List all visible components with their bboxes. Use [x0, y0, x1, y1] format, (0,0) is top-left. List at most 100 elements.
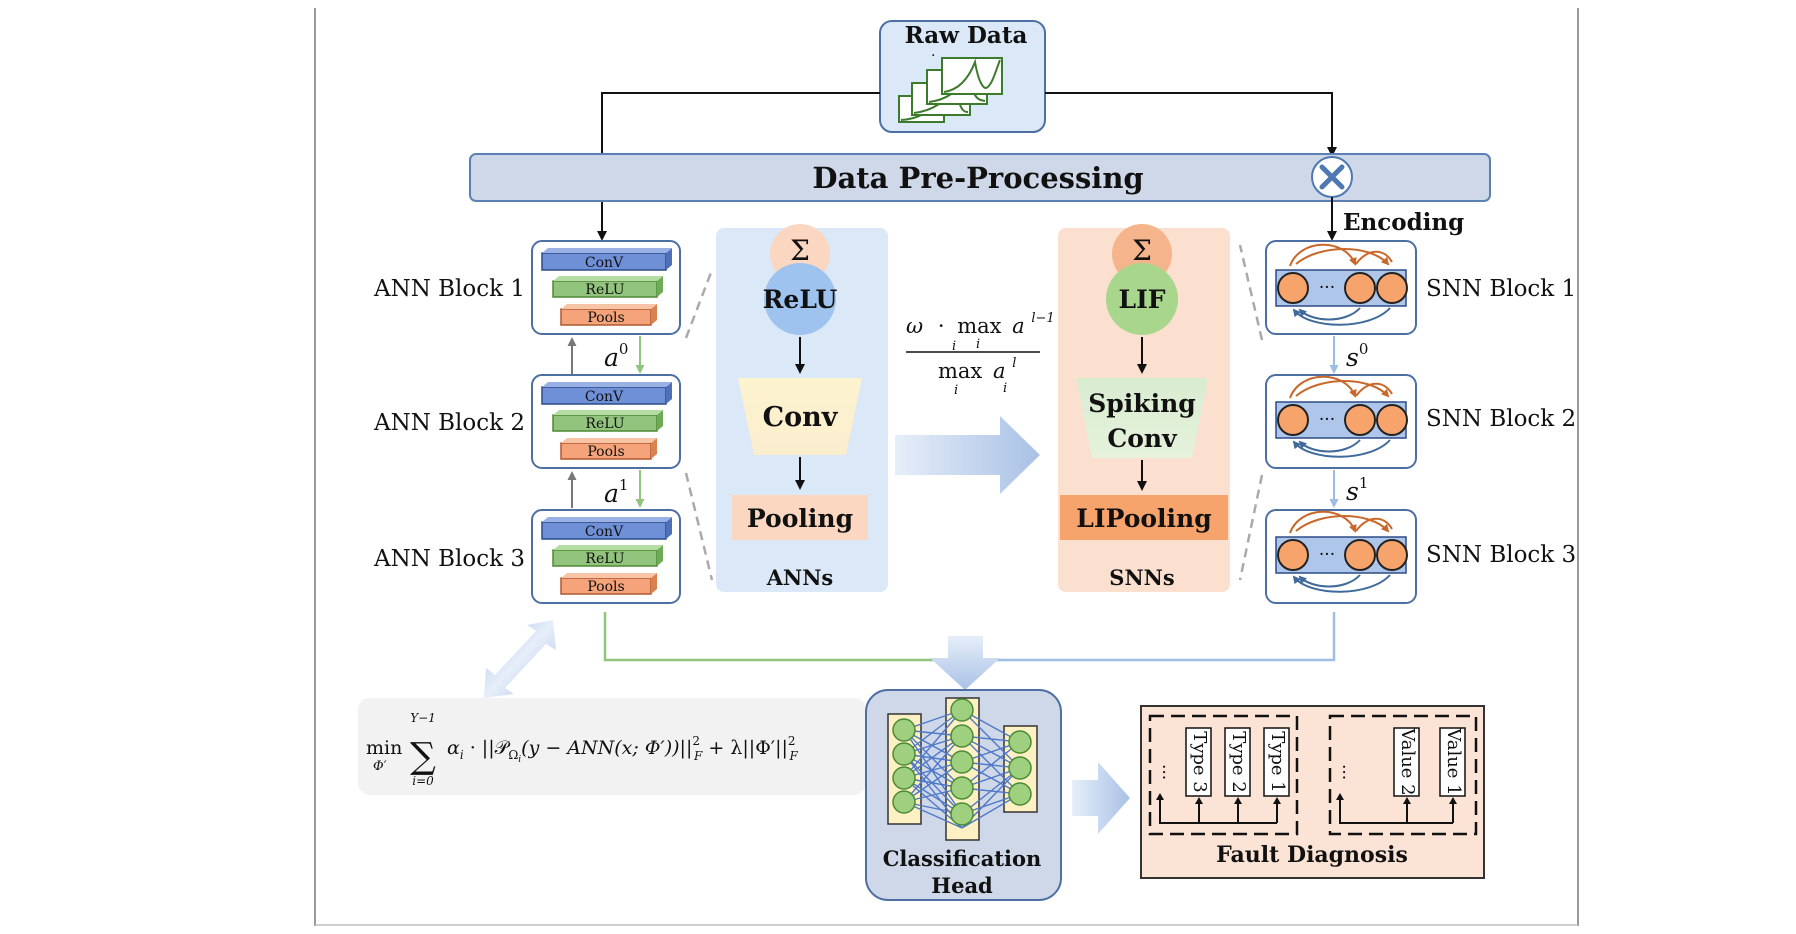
ann-block-label: ANN Block 1	[373, 276, 525, 302]
fault-value-label: Value 2	[1397, 727, 1418, 795]
neuron	[1376, 404, 1408, 436]
relu-label: ReLU	[763, 285, 838, 314]
neuron-ellipsis: ···	[1319, 410, 1335, 430]
neuron	[1344, 404, 1376, 436]
ann-block-2: ANN Block 2 ConV ReLU Pools	[373, 374, 681, 469]
relu-node	[764, 263, 836, 335]
ann-output-line	[603, 612, 960, 662]
ann-layer-label: Pools	[587, 579, 624, 595]
neuron	[1344, 272, 1376, 304]
fault-type-box	[1263, 727, 1290, 797]
spiking-conv-trapezoid	[1076, 378, 1208, 458]
ann-layer-label: ReLU	[585, 416, 624, 432]
neuron	[1277, 539, 1309, 571]
ann-to-snn-big-arrow	[895, 416, 1040, 494]
activation-a1: a1	[604, 476, 628, 508]
snn-output-line	[968, 612, 1336, 662]
ann-layer-label: Pools	[587, 310, 624, 326]
fault-value-label: Value 1	[1443, 727, 1464, 795]
fault-value-box	[1439, 727, 1466, 797]
conv-label: Conv	[763, 402, 839, 433]
activation-a0: a0	[604, 340, 628, 372]
ann-zoom-line-top	[684, 269, 714, 339]
pooling-box	[732, 495, 868, 540]
objective-ann-bidirectional-arrow	[484, 620, 556, 698]
snn-zoom-line-top	[1238, 244, 1264, 341]
encoding-label: Encoding	[1343, 209, 1464, 236]
lipooling-label: LIPooling	[1076, 504, 1211, 533]
ann-panel-caption: ANNs	[766, 565, 834, 590]
lif-node	[1106, 263, 1178, 335]
spike-s1: s1	[1346, 474, 1368, 506]
snn-block-label: SNN Block 3	[1426, 542, 1576, 568]
fault-type-label: Type 1	[1267, 731, 1288, 793]
to-fault-diagnosis-arrow	[1072, 762, 1130, 834]
preprocessing-label: Data Pre-Processing	[812, 161, 1143, 195]
neuron-ellipsis: ···	[1319, 545, 1335, 565]
svg-text:Φ′: Φ′	[373, 759, 387, 774]
svg-text:i: i	[954, 383, 958, 398]
type-ellipsis: ...	[1158, 764, 1178, 780]
classification-head-label-line1: Classification	[883, 846, 1042, 871]
spike-s0: s0	[1346, 340, 1368, 372]
raw-data-label: Raw Data	[905, 22, 1028, 49]
fault-value-box	[1393, 727, 1420, 797]
ann-layer-label: ConV	[585, 389, 624, 405]
snn-panel-caption: SNNs	[1109, 565, 1174, 590]
sum-symbol: Σ	[790, 234, 810, 267]
objective-formula-box: min Φ′ Y−1 ∑ i=0 αi · ||𝒫Ωi(y − ANN(x; Φ…	[358, 698, 866, 795]
neuron	[1277, 272, 1309, 304]
svg-text:∑: ∑	[410, 736, 436, 777]
fault-diagnosis-label: Fault Diagnosis	[1216, 842, 1408, 868]
sum-symbol: Σ	[1132, 234, 1152, 267]
ann-layer-label: ReLU	[585, 551, 624, 567]
value-ellipsis: ...	[1338, 764, 1358, 780]
svg-text:i: i	[1003, 381, 1007, 396]
neuron	[1376, 539, 1408, 571]
svg-text:i: i	[976, 337, 980, 352]
snn-block-1: ··· SNN Block 1	[1265, 240, 1576, 335]
preprocessing-bar: Data Pre-Processing	[469, 153, 1491, 202]
conv-trapezoid	[738, 378, 862, 455]
ann-zoom-line-bottom	[684, 472, 714, 581]
neuron	[1376, 272, 1408, 304]
neuron	[1277, 404, 1309, 436]
fault-type-label: Type 2	[1228, 731, 1249, 793]
svg-text:Y−1: Y−1	[410, 711, 436, 725]
svg-text:ω · max a: ω · max a l−1	[906, 311, 1055, 338]
pooling-label: Pooling	[747, 504, 853, 533]
svg-text:i: i	[952, 339, 956, 354]
fault-type-label: Type 3	[1189, 731, 1210, 793]
classification-head: Classification Head	[865, 689, 1062, 901]
snn-block-label: SNN Block 1	[1426, 276, 1576, 302]
svg-text:αi · ||𝒫Ωi(y − ANN(x; Φ′))||2: αi · ||𝒫Ωi(y − ANN(x; Φ′))||2F + λ||Φ′||…	[447, 734, 799, 765]
ann-layer-label: ReLU	[585, 282, 624, 298]
ann-detail-panel: Σ ReLU Conv Pooling ANNs	[716, 224, 888, 592]
ann-block-label: ANN Block 2	[373, 410, 525, 436]
svg-text:i=0: i=0	[412, 774, 434, 788]
lif-label: LIF	[1118, 285, 1165, 314]
raw-data-box: Raw Data .	[879, 20, 1046, 133]
multiply-operator-icon	[1311, 156, 1353, 198]
snn-block-2: ··· SNN Block 2	[1265, 374, 1576, 469]
snn-block-label: SNN Block 2	[1426, 406, 1576, 432]
fault-type-box	[1224, 727, 1251, 797]
neuron-ellipsis: ···	[1319, 278, 1335, 298]
svg-text:min: min	[366, 737, 402, 759]
fault-type-box	[1185, 727, 1212, 797]
to-classification-head-arrow	[930, 636, 1000, 690]
neural-network-icon	[887, 697, 1038, 841]
snn-detail-panel: Σ LIF Spiking Conv LIPooling SNNs	[1058, 224, 1230, 592]
lipooling-box	[1060, 495, 1228, 540]
snn-block-3: ··· SNN Block 3	[1265, 509, 1576, 604]
raw-to-preproc-arrow	[1045, 92, 1337, 157]
ann-layer-label: ConV	[585, 255, 624, 271]
spiking-conv-label-line2: Conv	[1107, 424, 1178, 453]
ann-layer-label: Pools	[587, 444, 624, 460]
snn-zoom-line-bottom	[1238, 474, 1264, 581]
ann-block-1: ANN Block 1 ConV ReLU Pools	[373, 240, 681, 335]
conversion-formula: ω · max a l−1 i i max a l i i	[906, 311, 1055, 398]
svg-text:max a l: max a l	[938, 356, 1016, 383]
neuron	[1344, 539, 1376, 571]
